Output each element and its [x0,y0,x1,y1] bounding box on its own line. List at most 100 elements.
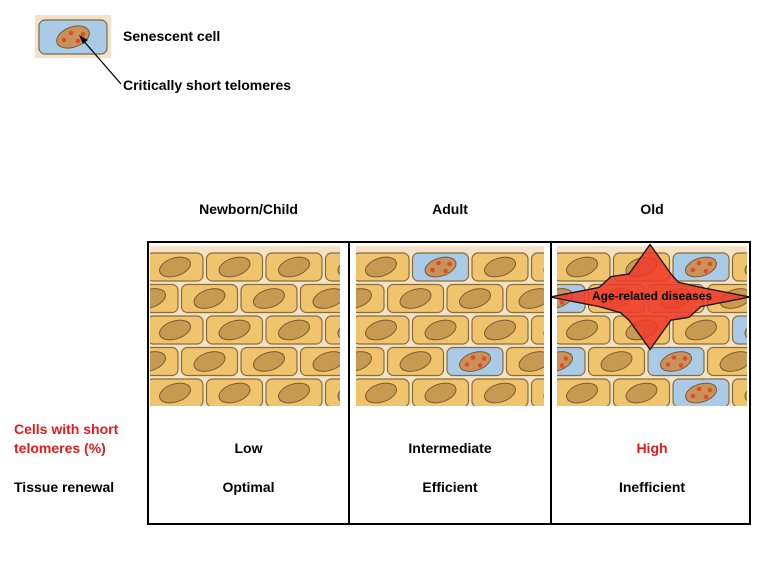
table-frame [147,241,751,525]
cell-nucleus [150,288,166,309]
normal-cell [731,378,747,406]
cell-nucleus [312,288,340,309]
cell-nucleus [600,351,633,372]
cell-nucleus [337,319,340,341]
cell-nucleus [566,319,598,341]
cell-nucleus [399,288,432,309]
cell-nucleus [159,319,191,341]
telomere-dot [443,268,448,274]
telomere-dot [703,268,709,274]
cell-nucleus [278,382,310,404]
cell-nucleus [484,256,516,278]
telomere-dot [563,356,569,361]
row-label-short-telomeres-line2: telomeres (%) [14,440,106,456]
row-label-tissue-renewal: Tissue renewal [14,479,115,495]
telomere-dot [430,267,435,273]
normal-cell [530,252,544,282]
telomere-dot [763,332,768,337]
short-telomeres-old: High [636,440,668,456]
telomere-dot [436,260,441,266]
cell-nucleus [278,256,310,278]
cell-nucleus [566,382,598,404]
senescent-cell [731,315,747,345]
telomere-dot [557,356,558,359]
cell-nucleus [484,382,516,404]
telomere-dot [707,261,713,267]
cell-nucleus [459,288,491,309]
tissue-adult [356,252,544,406]
cell-nucleus [424,382,457,404]
cell-nucleus [365,319,397,341]
senescent-cell-label: Senescent cell [123,28,221,44]
telomere-dot [690,393,696,399]
tissue-renewal-old: Inefficient [618,479,686,495]
cell-nucleus [159,256,191,278]
telomere-dot [690,267,696,273]
telomere-dot [559,363,565,368]
cell-nucleus [518,351,544,372]
cell-nucleus [484,319,516,341]
telomere-dot [696,386,702,392]
cell-nucleus [337,256,340,278]
cell-nucleus [150,351,166,372]
cell-nucleus [218,382,251,404]
normal-cell [324,315,340,345]
column-title-adult: Adult [432,201,468,217]
cell-nucleus [719,351,747,372]
cell-nucleus [356,351,372,372]
cell-nucleus [685,319,717,341]
telomere-dot [671,355,677,360]
short-telomeres-newborn: Low [234,440,263,456]
short-telomeres-adult: Intermediate [408,440,492,456]
cell-nucleus [193,351,226,372]
column-title-newborn: Newborn/Child [199,201,298,217]
cell-nucleus [744,382,747,404]
cell-nucleus [253,288,285,309]
senescent-cell-legend-icon [35,15,111,58]
cell-nucleus [625,382,658,404]
cell-nucleus [337,382,340,404]
tissue-renewal-newborn: Optimal [222,479,275,495]
cell-nucleus [278,319,310,341]
telomere-dot [678,363,684,368]
telomere-dot [767,325,771,330]
normal-cell [731,252,747,282]
normal-cell [530,315,544,345]
telomere-dot [665,362,671,367]
cell-nucleus [399,351,432,372]
cell-nucleus [566,256,598,278]
cell-nucleus [744,256,747,278]
normal-cell [324,378,340,406]
telomere-dot [481,356,487,361]
row-label-short-telomeres-line1: Cells with short [14,421,119,437]
cell-nucleus [218,319,251,341]
telomere-dot [703,394,709,400]
cell-nucleus [744,319,747,341]
cell-nucleus [424,319,457,341]
cell-nucleus [312,351,340,372]
telomere-dot [559,300,565,305]
telomere-dot [477,363,483,368]
age-related-diseases-label: Age-related diseases [591,289,713,303]
telomere-dot [464,362,470,367]
cell-nucleus [356,288,372,309]
telomere-pointer-arrow [79,35,122,85]
cell-nucleus [193,288,226,309]
telomere-dot [756,324,761,329]
telomere-dot [447,261,452,267]
cell-nucleus [365,382,397,404]
normal-cell [324,252,340,282]
telomere-dot [470,355,476,360]
cell-nucleus [159,382,191,404]
tissue-newborn [150,252,340,406]
normal-cell [530,378,544,406]
telomere-dot [707,387,713,393]
critically-short-telomeres-label: Critically short telomeres [123,77,292,93]
column-title-old: Old [640,201,664,217]
cell-nucleus [518,288,544,309]
tissue-renewal-adult: Efficient [422,479,478,495]
telomere-dot [682,356,688,361]
cell-nucleus [218,256,251,278]
cell-nucleus [557,351,573,372]
